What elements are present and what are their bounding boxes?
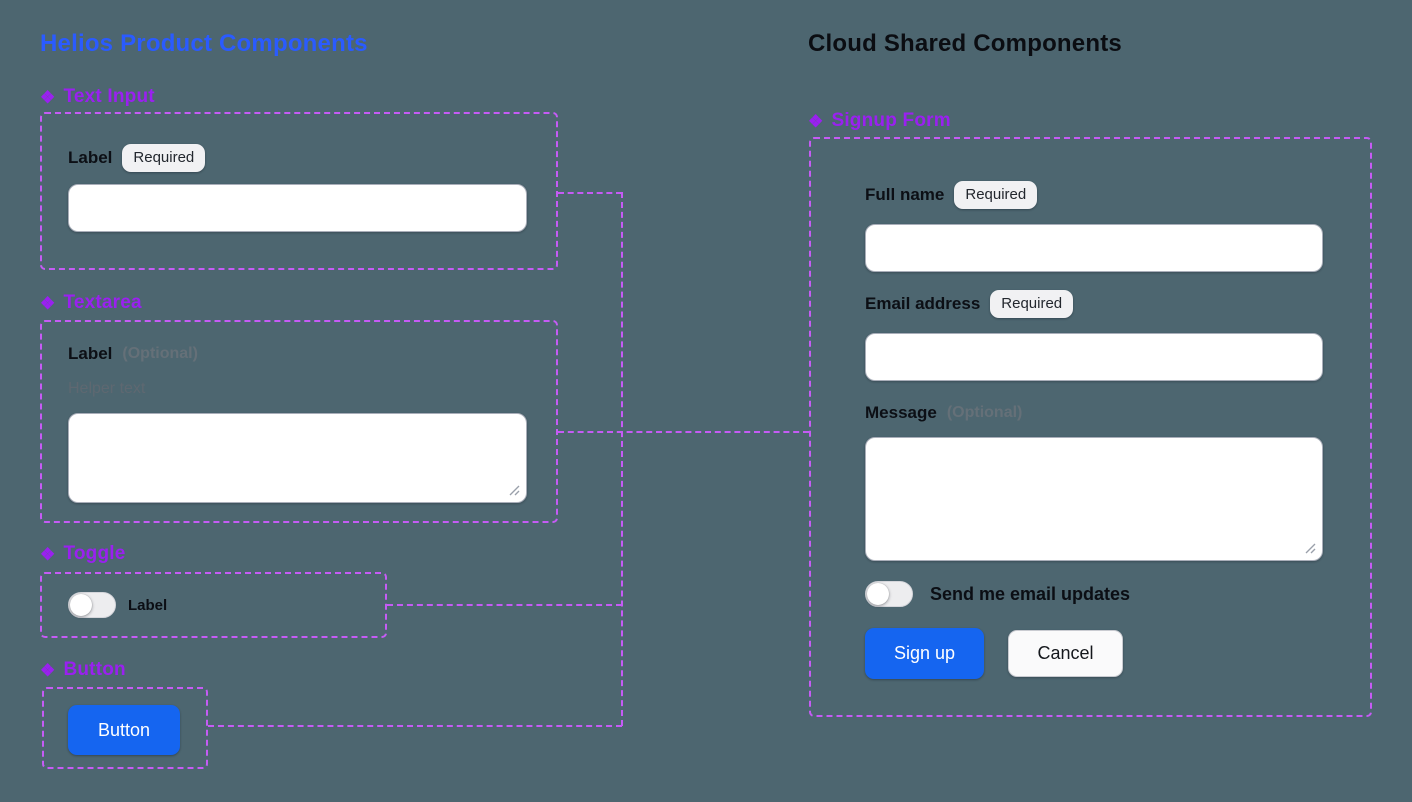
toggle-component-outline: Label: [40, 572, 387, 638]
text-input-label: Label: [68, 148, 113, 167]
email-updates-toggle[interactable]: [865, 581, 913, 607]
left-panel-title: Helios Product Components: [40, 30, 368, 57]
component-header-button: ❖ Button: [40, 659, 126, 681]
text-input-component-outline: Label Required: [40, 112, 558, 270]
component-header-signup-form: ❖ Signup Form: [808, 110, 951, 132]
optional-hint: (Optional): [122, 345, 198, 362]
toggle-label: Label: [128, 596, 168, 614]
signup-form-outline: Full name Required Email address Require…: [809, 137, 1372, 717]
toggle-knob: [70, 594, 92, 616]
component-header-label: Button: [63, 659, 126, 680]
text-input-field[interactable]: [68, 184, 527, 232]
textarea-field[interactable]: [68, 413, 527, 503]
component-header-label: Text Input: [63, 86, 155, 107]
full-name-input[interactable]: [865, 224, 1323, 272]
required-badge: Required: [990, 290, 1074, 318]
component-header-text-input: ❖ Text Input: [40, 86, 155, 108]
component-header-label: Toggle: [63, 543, 126, 564]
connector-text-input: [558, 192, 622, 194]
message-textarea[interactable]: [865, 437, 1323, 561]
connector-button: [208, 725, 622, 727]
textarea-helper-text: Helper text: [68, 380, 146, 397]
component-header-label: Signup Form: [831, 110, 951, 131]
textarea-component-outline: Label (Optional) Helper text: [40, 320, 558, 523]
required-badge: Required: [954, 181, 1038, 209]
component-diamond-icon: ❖: [808, 111, 824, 131]
full-name-label: Full name: [865, 185, 945, 204]
component-header-textarea: ❖ Textarea: [40, 292, 142, 314]
message-label: Message: [865, 403, 937, 422]
toggle-switch[interactable]: [68, 592, 116, 618]
email-address-label: Email address: [865, 294, 981, 313]
toggle-knob: [867, 583, 889, 605]
button-component-outline: Button: [42, 687, 208, 769]
required-badge: Required: [122, 144, 206, 172]
textarea-label: Label: [68, 344, 113, 363]
sign-up-button[interactable]: Sign up: [865, 628, 984, 679]
component-diamond-icon: ❖: [40, 293, 56, 313]
component-diamond-icon: ❖: [40, 544, 56, 564]
optional-hint: (Optional): [946, 404, 1023, 421]
component-header-label: Textarea: [63, 292, 142, 313]
connector-toggle: [387, 604, 622, 606]
connector-trunk: [621, 192, 623, 726]
component-header-toggle: ❖ Toggle: [40, 543, 126, 565]
sample-button[interactable]: Button: [68, 705, 180, 755]
email-address-input[interactable]: [865, 333, 1323, 381]
cancel-button[interactable]: Cancel: [1008, 630, 1123, 677]
component-diamond-icon: ❖: [40, 87, 56, 107]
component-diamond-icon: ❖: [40, 660, 56, 680]
right-panel-title: Cloud Shared Components: [808, 30, 1122, 57]
email-updates-label: Send me email updates: [930, 583, 1131, 604]
connector-textarea: [558, 431, 809, 433]
